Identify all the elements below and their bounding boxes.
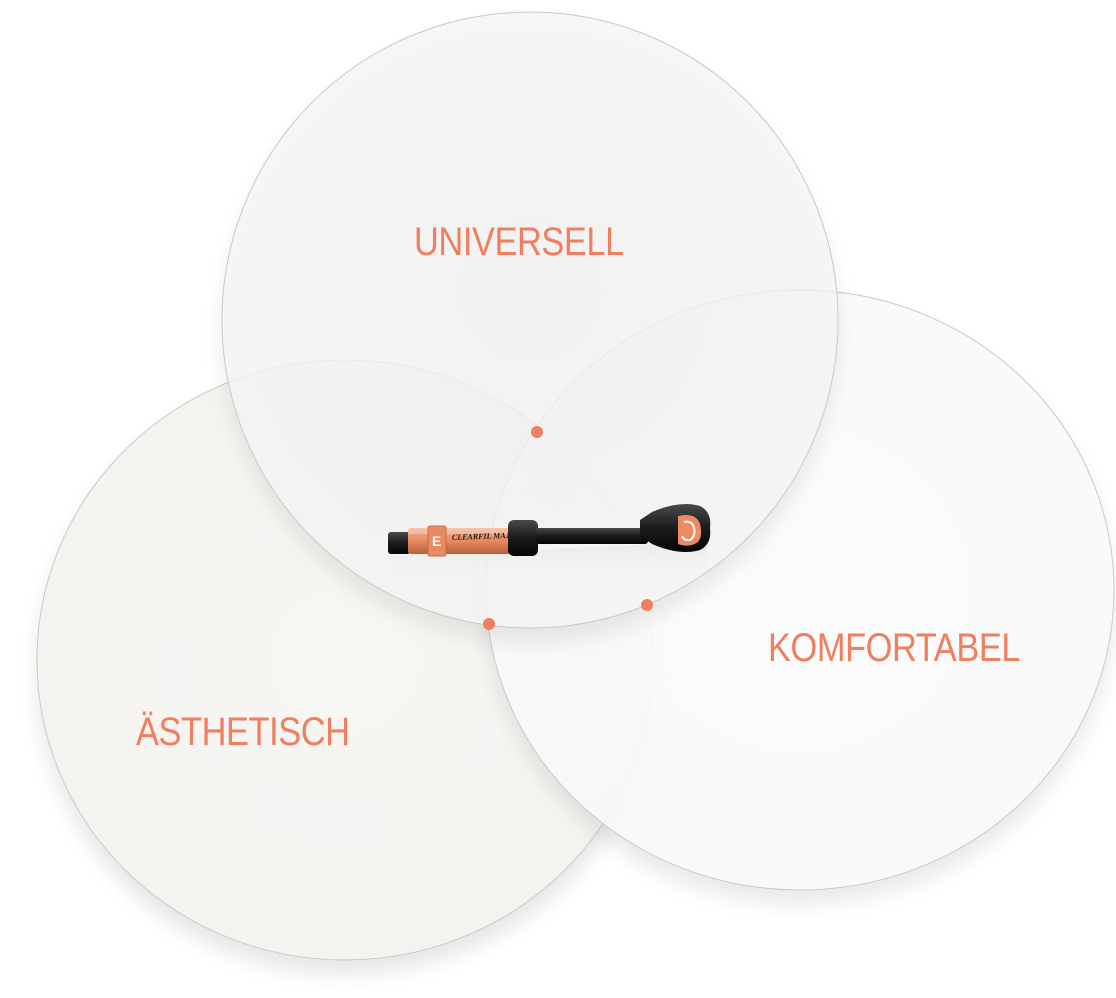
label-universell: UNIVERSELL [414,220,624,264]
intersection-dot-right [641,599,653,611]
circle-universell [221,11,839,629]
label-aesthetisch: ÄSTHETISCH [136,710,350,754]
syringe-icon: E CLEARFIL MAJESTY ES-2 [388,504,711,588]
label-komfortabel: KOMFORTABEL [768,626,1021,670]
syringe-cap-text: E [432,533,441,549]
intersection-dot-top [531,426,543,438]
intersection-dot-left [483,618,495,630]
